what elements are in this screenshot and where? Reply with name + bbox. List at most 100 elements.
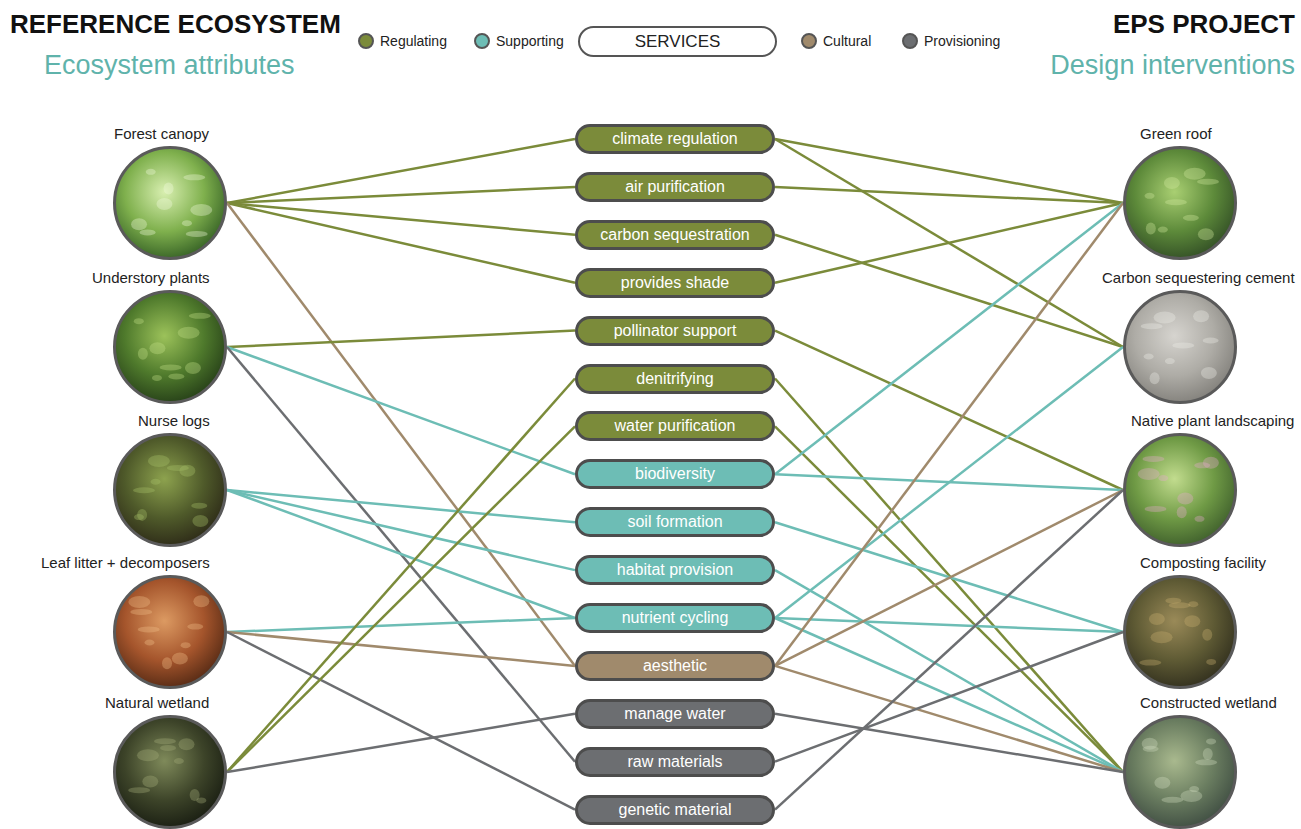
photo-texture (1206, 738, 1216, 744)
photo-texture (190, 204, 212, 216)
attribute-label: Understory plants (92, 269, 210, 287)
ecosystem-circle: Understory plants (92, 269, 227, 404)
photo-fill (115, 577, 226, 688)
circle-border (115, 717, 226, 828)
photo-texture (1154, 311, 1176, 323)
legend-box: SERVICES (578, 26, 777, 57)
photo-texture (183, 174, 205, 180)
service-text: habitat provision (617, 561, 734, 579)
photo-texture (1165, 199, 1187, 205)
service-link (227, 714, 575, 772)
service-link (227, 618, 575, 632)
heading-slot: REFERENCE ECOSYSTEM (10, 10, 341, 40)
photo-circle (113, 290, 227, 404)
photo-texture (178, 327, 200, 339)
service-pill: genetic material (575, 795, 775, 825)
photo-texture (193, 595, 209, 607)
service-link (227, 632, 575, 666)
service-link (775, 570, 1123, 772)
photo-circle (1123, 433, 1237, 547)
legend-item: Provisioning (902, 33, 1000, 49)
section-subheading: Design interventions (1050, 50, 1295, 81)
circle-border (1125, 577, 1236, 688)
photo-texture (1169, 602, 1191, 608)
photo-texture (186, 231, 208, 237)
photo-texture (130, 609, 152, 615)
service-link (775, 426, 1123, 772)
service-link (227, 379, 575, 773)
service-pill: aesthetic (575, 651, 775, 681)
ecosystem-circle: Carbon sequestering cement (1102, 269, 1295, 404)
service-pill: water purification (575, 411, 775, 441)
photo-texture (1197, 179, 1219, 185)
photo-fill (115, 148, 226, 259)
service-link (775, 490, 1123, 810)
service-pill: pollinator support (575, 316, 775, 346)
service-pill: climate regulation (575, 124, 775, 154)
photo-texture (1202, 629, 1212, 641)
photo-texture (164, 182, 174, 194)
photo-texture (172, 653, 188, 665)
legend-heading: SERVICES (635, 32, 721, 52)
photo-texture (1145, 506, 1167, 512)
photo-texture (1189, 786, 1199, 792)
service-text: aesthetic (643, 657, 707, 675)
circle-border (1125, 435, 1236, 546)
photo-texture (128, 787, 150, 793)
photo-texture (1195, 759, 1217, 765)
service-pill: raw materials (575, 747, 775, 777)
photo-texture (148, 455, 170, 467)
photo-circle (113, 715, 227, 829)
service-text: carbon sequestration (600, 226, 749, 244)
photo-texture (1145, 193, 1155, 199)
photo-circle (1123, 146, 1237, 260)
photo-texture (1177, 506, 1187, 518)
photo-texture (1138, 468, 1160, 480)
service-text: manage water (624, 705, 725, 723)
photo-texture (1141, 323, 1163, 329)
attribute-label: Constructed wetland (1140, 694, 1277, 712)
legend-swatch (358, 33, 374, 49)
section-heading: REFERENCE ECOSYSTEM (10, 10, 341, 40)
legend-item: Cultural (801, 33, 871, 49)
photo-texture (162, 657, 172, 669)
photo-texture (1180, 790, 1202, 802)
photo-texture (131, 218, 147, 230)
photo-texture (1164, 177, 1180, 189)
photo-texture (1161, 797, 1183, 803)
photo-texture (181, 642, 191, 648)
photo-texture (1165, 358, 1175, 364)
service-pill: carbon sequestration (575, 220, 775, 250)
photo-texture (1158, 227, 1168, 233)
photo-fill (115, 435, 226, 546)
photo-fill (1125, 717, 1236, 828)
circle-border (1125, 717, 1236, 828)
legend-text: Supporting (496, 33, 564, 49)
photo-texture (187, 624, 203, 630)
heading-slot: Design interventions (1050, 50, 1295, 81)
service-pill: provides shade (575, 268, 775, 298)
photo-texture (1142, 456, 1164, 462)
photo-texture (1151, 631, 1173, 643)
service-pill: habitat provision (575, 555, 775, 585)
photo-circle (113, 146, 227, 260)
service-link (775, 618, 1123, 632)
service-link (775, 666, 1123, 772)
photo-texture (1201, 367, 1217, 379)
photo-texture (1154, 777, 1170, 789)
attribute-label: Nurse logs (138, 412, 210, 430)
service-text: soil formation (627, 513, 722, 531)
legend-text: Cultural (823, 33, 871, 49)
ecosystem-circle: Green roof (1123, 125, 1237, 260)
photo-texture (1172, 342, 1194, 348)
service-link (227, 490, 575, 570)
heading-slot: Ecosystem attributes (44, 50, 295, 81)
ecosystem-circle: Leaf litter + decomposers (41, 554, 227, 689)
photo-texture (1206, 659, 1216, 665)
service-link (775, 379, 1123, 773)
photo-texture (1193, 310, 1209, 322)
photo-texture (185, 362, 201, 374)
photo-texture (154, 738, 176, 744)
service-text: climate regulation (612, 130, 737, 148)
